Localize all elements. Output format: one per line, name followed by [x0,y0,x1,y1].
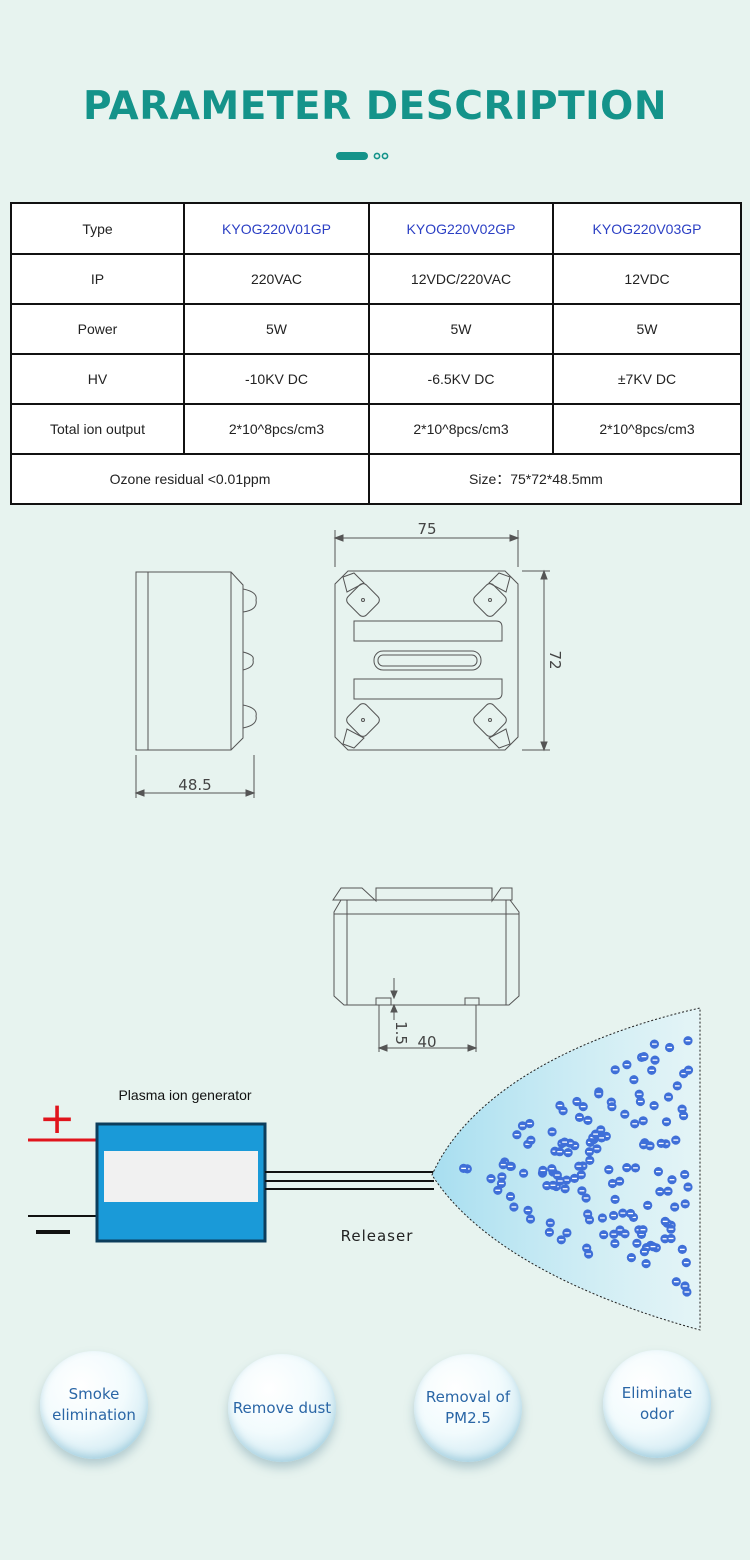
table-row: Type KYOG220V01GP KYOG220V02GP KYOG220V0… [10,202,742,255]
table-cell: -10KV DC [183,353,370,405]
releaser-wires [265,1171,434,1190]
table-cell: 12VDC/220VAC [368,253,554,305]
table-row: Total ion output 2*10^8pcs/cm3 2*10^8pcs… [10,403,742,455]
table-cell: 2*10^8pcs/cm3 [368,403,554,455]
feature-label: Removal of PM2.5 [425,1388,511,1427]
table-cell: 2*10^8pcs/cm3 [552,403,742,455]
table-cell: 5W [368,303,554,355]
model-name: KYOG220V03GP [552,202,742,255]
ion-cloud [431,1007,701,1331]
table-cell: 220VAC [183,253,370,305]
row-label: Type [10,202,185,255]
generator-label: Plasma ion generator [118,1087,251,1103]
table-cell: 5W [183,303,370,355]
table-row: Ozone residual <0.01ppm Size：75*72*48.5m… [10,453,742,505]
feature-bubble: Smoke elimination [40,1351,148,1459]
front-view-drawing [333,530,550,752]
model-name: KYOG220V01GP [183,202,370,255]
feature-bubble: Eliminate odor [603,1350,711,1458]
height-dimension: 72 [546,650,564,669]
parameter-table: Type KYOG220V01GP KYOG220V02GP KYOG220V0… [10,202,742,505]
table-row: IP 220VAC 12VDC/220VAC 12VDC [10,253,742,305]
ozone-residual: Ozone residual <0.01ppm [10,453,370,505]
table-cell: 5W [552,303,742,355]
ion-generator-diagram: Plasma ion generator + Releaser [28,1007,701,1331]
feature-label: Remove dust [232,1398,332,1417]
table-row: HV -10KV DC -6.5KV DC ±7KV DC [10,353,742,405]
pin-pitch-dimension: 40 [417,1033,436,1051]
row-label: Power [10,303,185,355]
ion-particles [459,1036,694,1297]
row-label: HV [10,353,185,405]
releaser-label: Releaser [341,1227,414,1245]
page-title: PARAMETER DESCRIPTION [83,84,667,129]
pin-height-dimension: 1.5 [392,1021,410,1045]
table-cell: 2*10^8pcs/cm3 [183,403,370,455]
table-cell: ±7KV DC [552,353,742,405]
plus-sign: + [39,1093,76,1144]
generator-panel [104,1151,258,1202]
side-view-drawing [134,571,257,798]
row-label: IP [10,253,185,305]
title-divider [336,152,389,160]
depth-dimension: 48.5 [178,776,211,794]
table-cell: -6.5KV DC [368,353,554,405]
model-name: KYOG220V02GP [368,202,554,255]
width-dimension: 75 [417,520,436,538]
feature-label: Eliminate odor [621,1384,693,1423]
feature-bubble: Remove dust [228,1354,336,1462]
row-label: Total ion output [10,403,185,455]
table-cell: 12VDC [552,253,742,305]
feature-label: Smoke elimination [52,1385,136,1424]
bottom-view-drawing [332,887,520,1052]
product-size: Size：75*72*48.5mm [368,453,742,505]
table-row: Power 5W 5W 5W [10,303,742,355]
feature-bubble: Removal of PM2.5 [414,1354,522,1462]
